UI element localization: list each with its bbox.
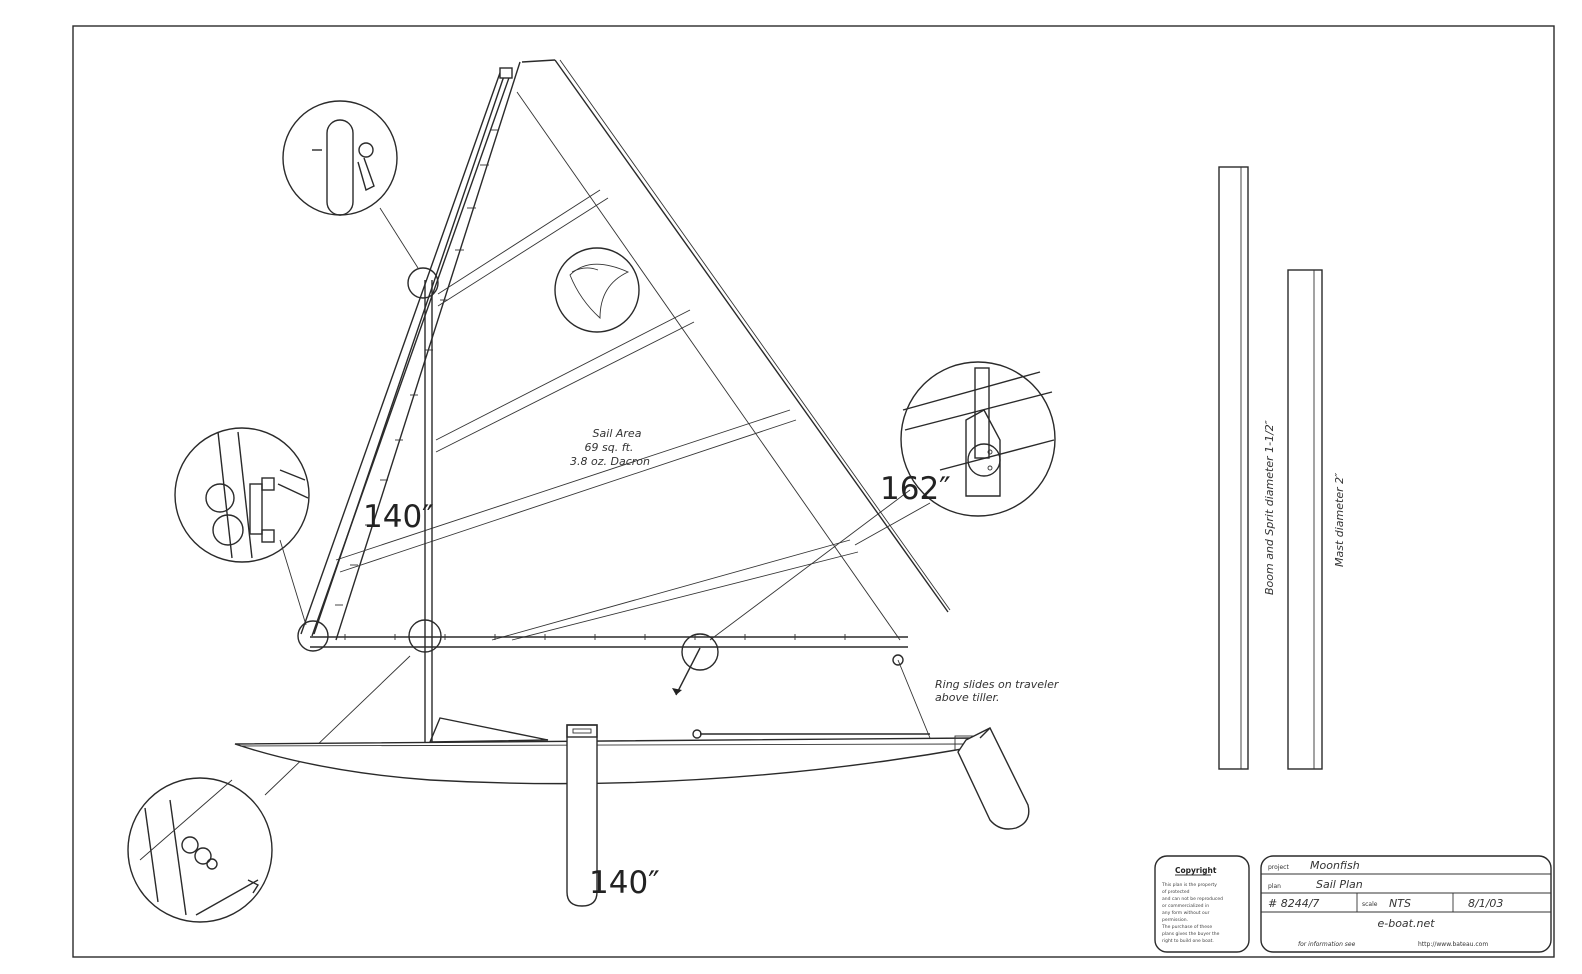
boom: [310, 634, 931, 739]
spar-boom-sprit-label: Boom and Sprit diameter 1-1/2″: [1263, 419, 1276, 595]
sail-material: 3.8 oz. Dacron: [570, 455, 650, 468]
sail-area-label: Sail Area: [593, 427, 642, 440]
detail-marker-masthead: [407, 267, 439, 299]
title-block: Copyright This plan is the property of p…: [1154, 855, 1552, 953]
website: e-boat.net: [1377, 917, 1435, 930]
sail-area-value: 69 sq. ft.: [585, 441, 634, 454]
spar-boom-sprit: Boom and Sprit diameter 1-1/2″: [1218, 166, 1276, 770]
svg-text:any form without our: any form without our: [1162, 910, 1210, 916]
title-box: [1260, 855, 1552, 953]
rudder: [957, 727, 1030, 830]
svg-text:The purchase of these: The purchase of these: [1161, 924, 1212, 930]
detail-circle-right: [709, 361, 1056, 641]
svg-text:or commercialized in: or commercialized in: [1162, 903, 1209, 909]
plan-scale: NTS: [1389, 897, 1411, 910]
svg-text:permission.: permission.: [1162, 917, 1188, 923]
info-label: for information see: [1298, 941, 1356, 948]
info-url: http://www.bateau.com: [1418, 941, 1488, 948]
copyright-heading: Copyright: [1175, 866, 1217, 875]
detail-marker-tack: [297, 620, 329, 652]
plan-title: Sail Plan: [1316, 878, 1363, 891]
detail-marker-boom-mid: [681, 633, 719, 671]
dimension-leech: 162″: [880, 471, 951, 507]
traveler-note-line1: Ring slides on traveler: [935, 678, 1060, 691]
sail: [313, 59, 951, 641]
plan-number: # 8244/7: [1268, 897, 1319, 910]
copyright-box: [1154, 855, 1250, 953]
mast: [424, 280, 433, 778]
svg-text:plan: plan: [1268, 883, 1281, 890]
svg-text:plans gives the buyer the: plans gives the buyer the: [1162, 931, 1220, 937]
drawing-border: [72, 25, 1555, 958]
plan-date: 8/1/03: [1468, 897, 1503, 910]
detail-circle-left: [174, 427, 310, 626]
svg-text:project: project: [1268, 864, 1289, 871]
daggerboard: [566, 724, 598, 907]
spar-mast-label: Mast diameter 2″: [1333, 472, 1346, 567]
svg-text:scale: scale: [1362, 901, 1378, 908]
dimension-spar-left: 140″: [363, 499, 434, 535]
spar-mast: Mast diameter 2″: [1287, 269, 1346, 770]
svg-text:of protected: of protected: [1162, 889, 1190, 895]
svg-text:and can not be reproduced: and can not be reproduced: [1162, 896, 1223, 902]
yard: [300, 67, 513, 637]
detail-marker-mast-boom: [408, 619, 442, 653]
svg-text:right to build one boat.: right to build one boat.: [1162, 938, 1214, 944]
dimension-daggerboard: 140″: [589, 865, 660, 901]
traveler-note-line2: above tiller.: [935, 691, 1000, 704]
hull: [234, 717, 978, 785]
project-name: Moonfish: [1310, 859, 1360, 872]
detail-circle-top: [282, 100, 419, 269]
detail-circle-bottom: [127, 655, 411, 923]
svg-text:This plan is the property: This plan is the property: [1161, 882, 1217, 888]
